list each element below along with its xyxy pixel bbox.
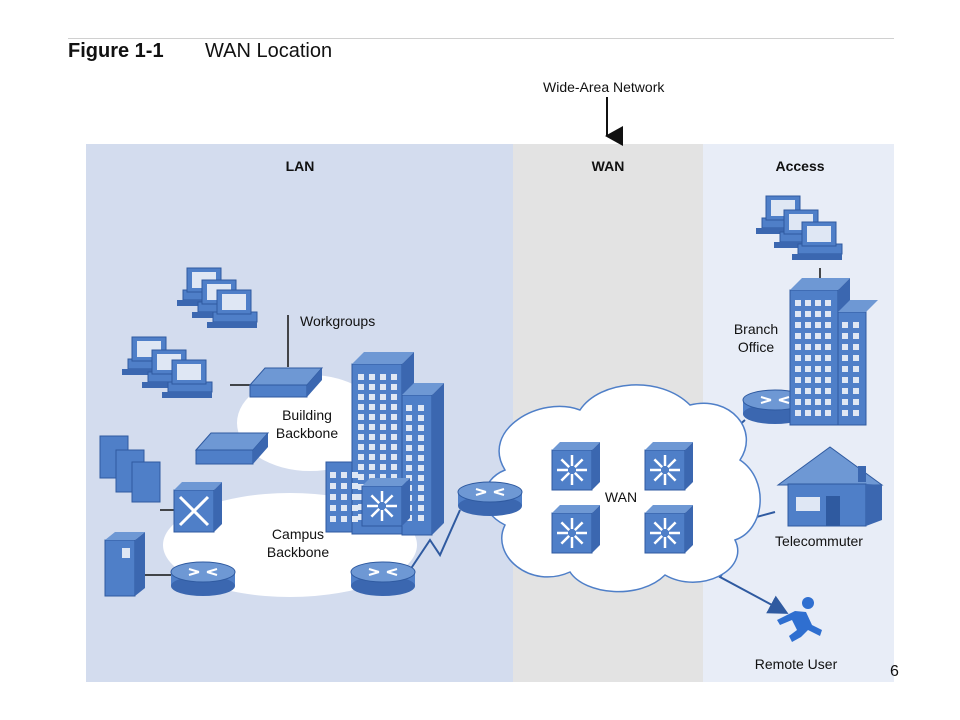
atm-switch — [173, 482, 222, 533]
switch-lower — [194, 432, 270, 465]
router-campus-left — [170, 561, 236, 596]
wan-cloud-label: WAN — [604, 489, 638, 505]
workgroups-label: Workgroups — [300, 313, 376, 329]
link-campus-edge — [409, 509, 461, 571]
lan-heading: LAN — [285, 158, 315, 174]
wan-heading: WAN — [591, 158, 625, 174]
l3-switch-campus — [361, 478, 410, 527]
l3-switch-wan-3 — [551, 505, 600, 554]
building-backbone-label: Building Backbone — [275, 407, 339, 441]
building-backbone-ellipse — [237, 375, 383, 471]
branch-office-label: Branch Office — [733, 321, 779, 355]
server-stack — [99, 435, 161, 503]
router-wan-edge — [457, 481, 523, 516]
telecommuter-label: Telecommuter — [775, 533, 863, 549]
mainframe — [104, 532, 145, 597]
access-heading: Access — [775, 158, 825, 174]
title-rule — [68, 38, 894, 39]
branch-building — [789, 278, 878, 426]
l3-switch-wan-1 — [551, 442, 600, 491]
multilayer-switches — [361, 442, 693, 554]
figure-number: Figure 1-1 — [68, 40, 164, 62]
lan-building-windows — [330, 374, 424, 522]
telecommuter-house — [776, 446, 884, 527]
branch-building-windows — [795, 300, 859, 416]
page-number: 6 — [890, 663, 899, 680]
l3-switch-wan-2 — [644, 442, 693, 491]
l3-switch-wan-4 — [644, 505, 693, 554]
figure-title: WAN Location — [205, 40, 333, 62]
router-campus-right — [350, 561, 416, 596]
remote-user-label: Remote User — [754, 656, 838, 672]
remote-user-figure — [777, 597, 822, 642]
switch-upper — [248, 367, 324, 398]
workgroup-pcs-left — [121, 336, 213, 399]
campus-backbone-label: Campus Backbone — [266, 526, 330, 560]
workgroup-pcs-upper — [176, 267, 258, 329]
branch-pcs — [755, 195, 843, 261]
wan-callout-label: Wide-Area Network — [543, 79, 665, 95]
